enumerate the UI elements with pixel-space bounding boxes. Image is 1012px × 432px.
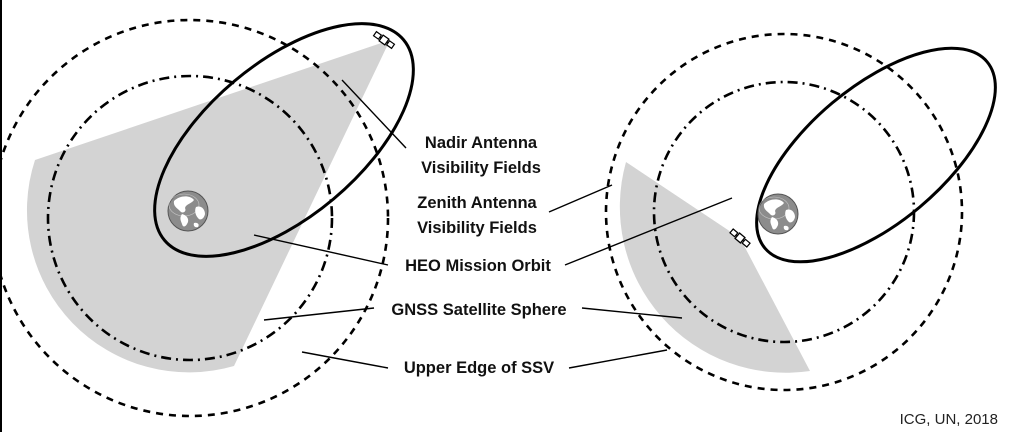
earth-globe-icon <box>757 193 799 235</box>
upper-edge-ssv-circle-left <box>2 18 390 418</box>
zenith-visibility-field <box>619 162 810 373</box>
label-nadir-line1: Nadir Antenna <box>425 134 538 152</box>
label-upper-edge-ssv: Upper Edge of SSV <box>404 359 554 377</box>
leader-gnss-right <box>581 307 683 319</box>
leader-gnss-left <box>263 307 375 321</box>
left-diagram <box>2 18 415 418</box>
right-diagram <box>604 32 997 392</box>
upper-edge-ssv-circle-right <box>604 32 964 392</box>
label-nadir-line2: Visibility Fields <box>421 159 541 177</box>
earth-globe-icon <box>167 190 209 232</box>
leader-heo-right <box>564 197 733 266</box>
credit-text: ICG, UN, 2018 <box>900 411 998 428</box>
label-gnss-sphere: GNSS Satellite Sphere <box>391 301 566 319</box>
heo-orbit-left <box>153 22 415 258</box>
label-heo-orbit: HEO Mission Orbit <box>405 257 551 275</box>
label-zenith-line1: Zenith Antenna <box>417 194 537 212</box>
leader-nadir <box>341 79 407 149</box>
label-zenith-line2: Visibility Fields <box>417 219 537 237</box>
leader-ssv-right <box>568 349 668 369</box>
leader-heo-left <box>253 234 389 266</box>
nadir-visibility-field <box>26 40 390 373</box>
leader-lines <box>253 79 733 369</box>
heo-orbit-right <box>755 46 997 264</box>
gnss-sphere-circle-left <box>46 74 334 362</box>
leader-ssv-left <box>301 351 389 369</box>
leader-zenith <box>548 184 613 213</box>
